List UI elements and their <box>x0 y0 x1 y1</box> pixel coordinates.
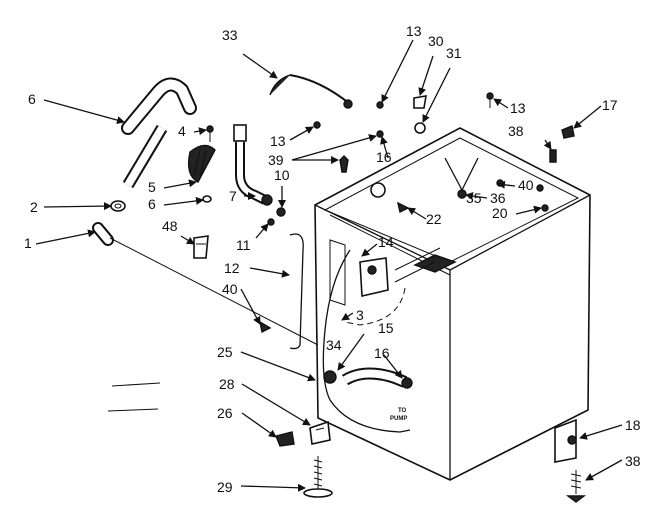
callout-34: 35 <box>466 190 482 206</box>
bracket-18 <box>554 418 577 463</box>
callout-1: 1 <box>24 235 32 251</box>
callout-2: 2 <box>30 199 38 215</box>
cabinet <box>314 127 591 481</box>
callout-7: 6 <box>28 91 36 107</box>
wire-32 <box>269 74 353 109</box>
callout-20: 20 <box>492 205 508 221</box>
clip-26 <box>275 431 295 447</box>
harness-12 <box>289 233 304 350</box>
leg-29 <box>303 456 333 498</box>
callout-12: 12 <box>224 260 240 276</box>
callout-31: 31 <box>446 45 462 61</box>
callout-33: 34 <box>326 337 342 353</box>
washer-6 <box>202 195 212 203</box>
callout-25: 25 <box>217 344 233 360</box>
screw-13-a <box>313 121 321 129</box>
callout-9: 7 <box>229 188 237 204</box>
callout-18: 18 <box>625 417 641 433</box>
hose-5 <box>122 124 168 189</box>
frame-line <box>109 237 319 346</box>
callout-26: 26 <box>217 405 233 421</box>
callout-40: 40 <box>518 177 534 193</box>
callout-48: 48 <box>162 218 178 234</box>
note-pump: PUMP <box>390 416 407 422</box>
clamp-strap-5 <box>187 144 216 183</box>
callout-39: 40 <box>222 281 238 297</box>
screw-13-b <box>376 101 384 109</box>
bracket-48 <box>193 235 209 259</box>
callout-4: 4 <box>178 123 186 139</box>
callout-17: 17 <box>602 97 618 113</box>
callout-22: 22 <box>426 211 442 227</box>
switch-14 <box>359 257 389 297</box>
callout-3: 3 <box>356 307 364 323</box>
callout-6: 6 <box>148 196 156 212</box>
bolt-37 <box>339 155 349 173</box>
part-30-31 <box>413 95 427 134</box>
callout-10: 10 <box>274 167 290 183</box>
callout-21: 16 <box>376 149 392 165</box>
callout-13-top: 13 <box>406 23 422 39</box>
callout-5: 5 <box>148 179 156 195</box>
bracket-28 <box>309 420 331 445</box>
screw-21 <box>376 130 384 138</box>
clip-22 <box>396 201 410 214</box>
callout-37: 39 <box>268 152 284 168</box>
callout-14: 14 <box>378 234 394 250</box>
callout-36: 38 <box>508 123 524 139</box>
callout-labels: 6 2 1 4 5 6 48 33 13 39 16 7 10 11 12 40… <box>24 23 641 495</box>
drain-hose-7 <box>121 77 197 135</box>
callout-38: 38 <box>625 453 641 469</box>
leader-lines <box>35 39 623 492</box>
elbow-1 <box>92 222 114 246</box>
callout-35: 36 <box>490 190 506 206</box>
callout-16: 16 <box>374 345 390 361</box>
clamp-2 <box>110 200 126 212</box>
wire-harness-33 <box>322 249 411 433</box>
callout-32: 33 <box>222 27 238 43</box>
callout-29: 29 <box>217 479 233 495</box>
callout-13-left: 13 <box>270 133 286 149</box>
hose-9 <box>233 124 273 206</box>
callout-28: 28 <box>219 376 235 392</box>
clip-11 <box>267 218 275 226</box>
note-to: TO <box>398 408 407 414</box>
leg-38 <box>565 470 587 503</box>
screw-4 <box>206 125 214 142</box>
callout-11: 11 <box>236 237 251 253</box>
clip-17 <box>561 125 575 139</box>
callout-30: 30 <box>428 33 444 49</box>
screw-36 <box>549 149 557 163</box>
screw-13-c <box>486 92 494 108</box>
callout-15: 15 <box>378 320 394 336</box>
callout-13-right: 13 <box>510 100 526 116</box>
clip-10 <box>276 207 286 217</box>
screw-39 <box>259 320 272 334</box>
